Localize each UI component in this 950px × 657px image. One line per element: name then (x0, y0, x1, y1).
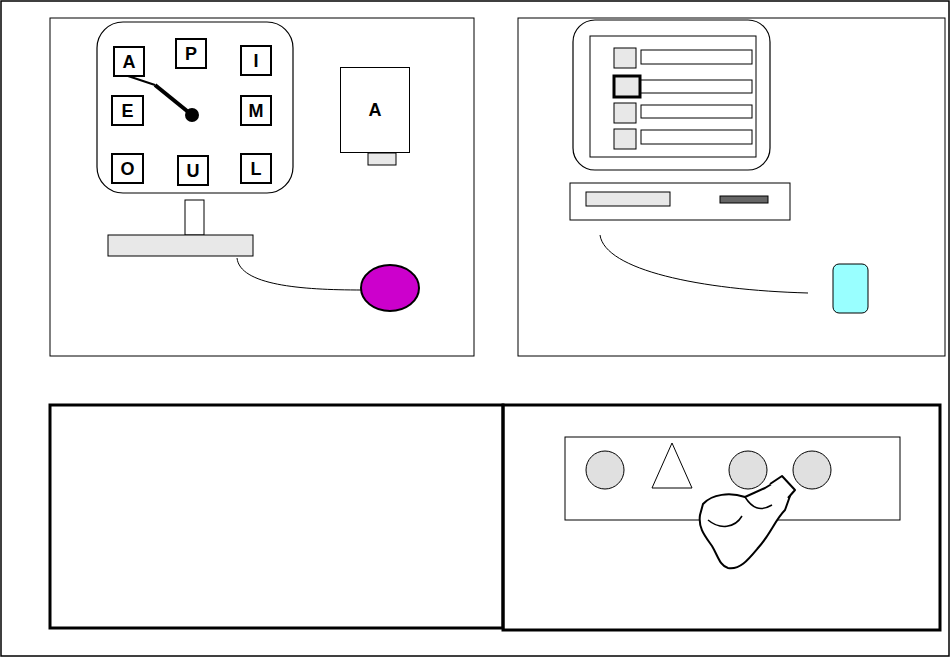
drive-slot (720, 196, 768, 203)
computer-base (570, 183, 790, 220)
switch (833, 264, 868, 313)
letter-box: P (175, 38, 207, 69)
screen (590, 36, 756, 157)
letter-label: I (253, 52, 258, 70)
board-stem (185, 200, 204, 235)
letter-box: A (113, 46, 145, 77)
menu-bar (641, 105, 752, 118)
display-tab (368, 153, 396, 165)
letter-label: P (185, 45, 197, 63)
menu-bar (641, 130, 752, 144)
drive-slot (586, 192, 670, 206)
foot (700, 476, 795, 568)
push-button (361, 265, 419, 311)
panel-circle (586, 451, 624, 489)
letter-label: E (121, 102, 133, 120)
panel (518, 18, 945, 356)
letter-label: U (187, 162, 200, 180)
menu-bar (641, 80, 752, 93)
display-box: A (340, 67, 410, 153)
letter-box: E (111, 95, 144, 126)
letter-label: A (123, 53, 136, 71)
panel (503, 405, 940, 630)
letter-box: O (111, 153, 144, 184)
panel-triangle (652, 443, 692, 488)
letter-box: L (240, 153, 272, 184)
pointer-hand (155, 85, 192, 115)
menu-square (614, 103, 636, 123)
panel-circle (729, 451, 767, 489)
letter-label: O (120, 160, 134, 178)
monitor (573, 20, 770, 170)
panel (50, 18, 474, 356)
foot-outline (700, 482, 790, 568)
letter-label: L (251, 160, 262, 178)
letter-label: M (249, 102, 264, 120)
letter-box: M (240, 95, 272, 126)
pointer-pivot (185, 108, 199, 122)
pointer-hand (128, 76, 155, 85)
menu-square-selected (614, 76, 640, 97)
letter-box: I (240, 45, 272, 76)
letter-box: U (177, 155, 209, 186)
menu-square (614, 129, 636, 149)
cable (600, 235, 808, 293)
board-base (108, 235, 253, 256)
panel (50, 405, 503, 628)
menu-square (614, 48, 636, 68)
cable (237, 258, 362, 290)
letter-label: A (369, 101, 382, 119)
foot-strap (745, 497, 772, 508)
letter-board (97, 22, 293, 193)
menu-bar (641, 50, 752, 64)
foot-toes (708, 516, 742, 526)
foot-ankle (770, 476, 795, 498)
panel-circle (793, 451, 831, 489)
